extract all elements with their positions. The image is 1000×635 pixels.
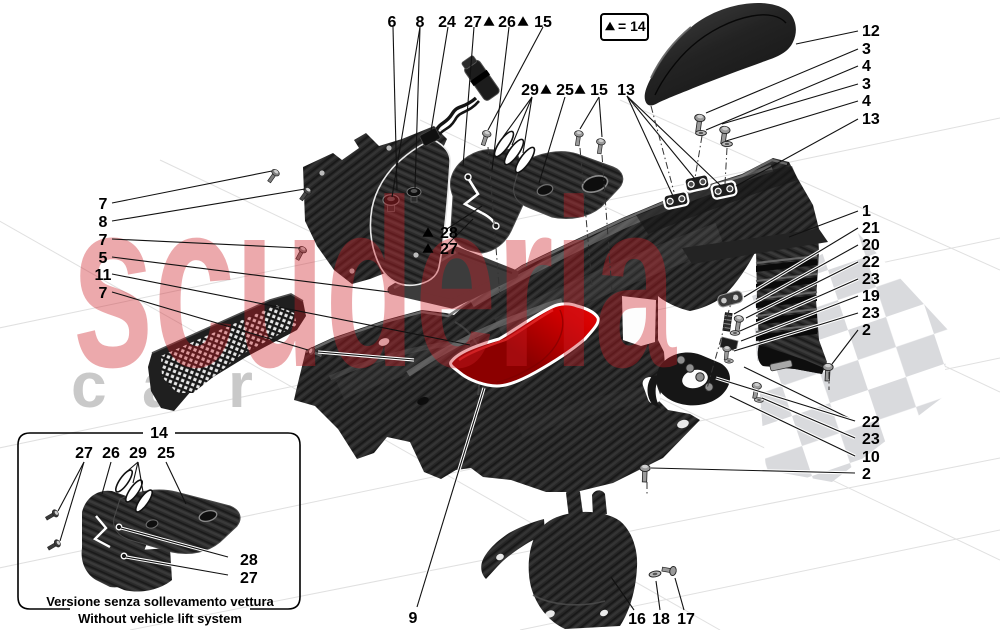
svg-text:3: 3 [862, 76, 871, 93]
svg-text:15: 15 [590, 82, 608, 99]
svg-text:2: 2 [862, 466, 871, 483]
svg-text:16: 16 [628, 611, 646, 628]
svg-text:2: 2 [862, 322, 871, 339]
svg-text:27: 27 [464, 14, 482, 31]
svg-text:25: 25 [556, 82, 574, 99]
svg-text:10: 10 [862, 449, 880, 466]
svg-text:7: 7 [99, 285, 108, 302]
svg-text:24: 24 [438, 14, 456, 31]
svg-text:5: 5 [99, 250, 108, 267]
svg-text:4: 4 [862, 93, 871, 110]
svg-text:7: 7 [99, 232, 108, 249]
svg-text:25: 25 [157, 445, 175, 462]
svg-text:15: 15 [534, 14, 552, 31]
svg-text:1: 1 [862, 203, 871, 220]
svg-text:22: 22 [862, 414, 880, 431]
svg-text:13: 13 [617, 82, 635, 99]
svg-text:28: 28 [240, 552, 258, 569]
svg-text:4: 4 [862, 58, 871, 75]
svg-text:26: 26 [102, 445, 120, 462]
svg-text:scuderia: scuderia [72, 150, 678, 417]
svg-text:29: 29 [521, 82, 539, 99]
svg-text:7: 7 [99, 196, 108, 213]
svg-text:23: 23 [862, 431, 880, 448]
svg-text:8: 8 [99, 214, 108, 231]
svg-text:3: 3 [862, 41, 871, 58]
svg-text:8: 8 [416, 14, 425, 31]
svg-text:23: 23 [862, 305, 880, 322]
svg-text:28: 28 [440, 225, 458, 242]
svg-text:= 14: = 14 [618, 18, 646, 34]
svg-text:18: 18 [652, 611, 670, 628]
svg-text:29: 29 [129, 445, 147, 462]
svg-text:Without vehicle lift system: Without vehicle lift system [78, 611, 242, 626]
svg-text:Versione senza sollevamento ve: Versione senza sollevamento vettura [46, 594, 274, 609]
svg-text:11: 11 [95, 267, 112, 284]
svg-text:27: 27 [75, 445, 93, 462]
svg-text:20: 20 [862, 237, 880, 254]
svg-text:6: 6 [388, 14, 397, 31]
svg-text:12: 12 [862, 23, 880, 40]
svg-text:21: 21 [862, 220, 880, 237]
svg-text:9: 9 [409, 610, 418, 627]
svg-text:26: 26 [498, 14, 516, 31]
svg-text:c: c [71, 349, 107, 421]
svg-text:13: 13 [862, 111, 880, 128]
svg-text:14: 14 [150, 425, 168, 442]
svg-text:27: 27 [240, 570, 258, 587]
svg-text:19: 19 [862, 288, 880, 305]
svg-text:22: 22 [862, 254, 880, 271]
svg-text:17: 17 [677, 611, 695, 628]
svg-text:23: 23 [862, 271, 880, 288]
svg-text:27: 27 [440, 241, 458, 258]
